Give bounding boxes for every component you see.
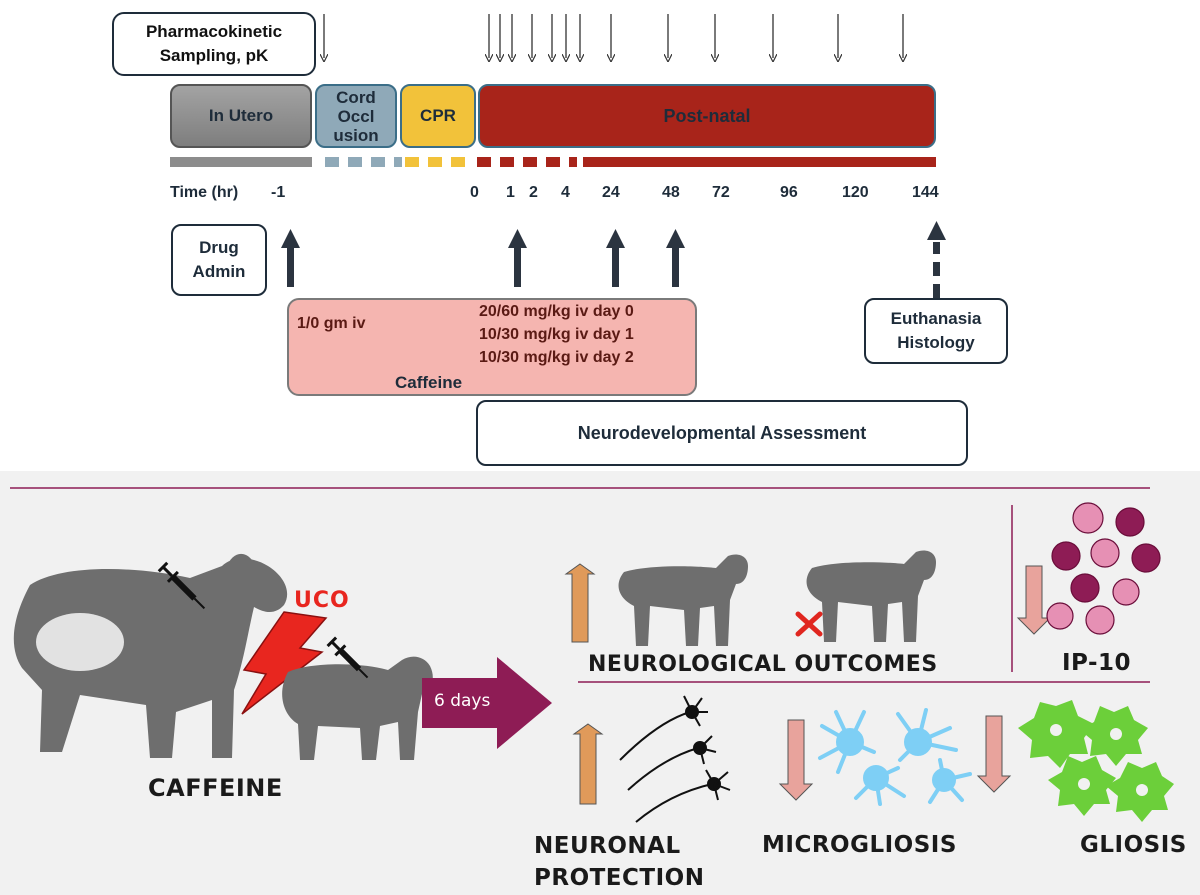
- neurons-icon: [619, 695, 731, 823]
- pk-sampling-box: Pharmacokinetic Sampling, pK: [112, 12, 316, 76]
- phase-cord-occlusion-label: Cord Occl usion: [333, 87, 379, 145]
- drug-admin-box: Drug Admin: [171, 224, 267, 296]
- phase-post-natal: Post-natal: [478, 84, 936, 148]
- phase-in-utero: In Utero: [170, 84, 312, 148]
- syringe-icon: [157, 561, 206, 610]
- phase-cpr: CPR: [400, 84, 476, 148]
- timeline-graphics: [170, 14, 946, 298]
- increase-arrow-icon: [564, 563, 596, 643]
- uterus-icon: [36, 613, 124, 671]
- caffeine-summary-label: CAFFEINE: [148, 774, 283, 802]
- six-days-arrow: [422, 657, 552, 749]
- time-tick: 48: [662, 184, 680, 201]
- time-bar: [170, 157, 936, 167]
- pk-sampling-arrows: [324, 14, 903, 58]
- phase-cpr-label: CPR: [420, 106, 456, 125]
- euthanasia-label: Euthanasia Histology: [890, 309, 982, 352]
- time-tick: 96: [780, 184, 798, 201]
- syringe-icon: [326, 636, 369, 679]
- time-tick: 120: [842, 184, 869, 201]
- six-days-label: 6 days: [434, 691, 491, 711]
- time-tick: -1: [271, 184, 286, 201]
- phase-cord-occlusion: Cord Occl usion: [315, 84, 397, 148]
- increase-arrow-icon: [572, 723, 604, 805]
- caffeine-loading-dose: 1/0 gm iv: [297, 315, 366, 332]
- uco-label: UCO: [294, 588, 350, 613]
- dose-arrows: [281, 229, 685, 287]
- euthanasia-arrow: [927, 221, 946, 298]
- caffeine-dose-day-0: 20/60 mg/kg iv day 0: [479, 303, 634, 320]
- lamb-icon: [282, 656, 433, 760]
- time-tick: 144: [912, 184, 939, 201]
- pk-sampling-label: Pharmacokinetic Sampling, pK: [145, 22, 283, 65]
- neurodevelopmental-assessment-label: Neurodevelopmental Assessment: [577, 422, 867, 443]
- euthanasia-box: Euthanasia Histology: [864, 298, 1008, 364]
- cross-icon: [795, 611, 823, 637]
- time-tick: 2: [529, 184, 538, 201]
- time-tick: 0: [470, 184, 479, 201]
- time-tick: 4: [561, 184, 570, 201]
- phase-post-natal-label: Post-natal: [663, 105, 751, 126]
- caffeine-dosing-box: 1/0 gm iv 20/60 mg/kg iv day 0 10/30 mg/…: [287, 298, 697, 396]
- time-tick: 72: [712, 184, 730, 201]
- time-tick: 24: [602, 184, 620, 201]
- standing-lamb-icon: [618, 554, 748, 646]
- neuronal-protection-label: NEURONAL PROTECTION: [534, 833, 705, 891]
- microgliosis-label: MICROGLIOSIS: [762, 832, 957, 858]
- gliosis-cells-icon: [1018, 700, 1174, 822]
- drug-admin-label: Drug Admin: [192, 238, 246, 281]
- neurological-outcomes-label: NEUROLOGICAL OUTCOMES: [588, 652, 938, 677]
- gliosis-label: GLIOSIS: [1080, 832, 1187, 858]
- microglia-icon: [818, 708, 972, 806]
- ip10-label: IP-10: [1062, 650, 1132, 676]
- neurodevelopmental-assessment-box: Neurodevelopmental Assessment: [476, 400, 968, 466]
- decrease-arrow-icon: [1016, 565, 1052, 635]
- caffeine-dose-day-2: 10/30 mg/kg iv day 2: [479, 349, 634, 366]
- time-tick: 1: [506, 184, 515, 201]
- impaired-lamb-icon: [806, 550, 936, 642]
- phase-in-utero-label: In Utero: [208, 106, 274, 125]
- ewe-icon: [13, 553, 288, 758]
- lightning-icon: [241, 611, 328, 715]
- decrease-arrow-icon: [778, 719, 814, 801]
- decrease-arrow-icon: [976, 715, 1012, 793]
- ip10-cells-icon: [1046, 502, 1161, 635]
- time-axis-label: Time (hr): [170, 184, 239, 201]
- caffeine-dose-day-1: 10/30 mg/kg iv day 1: [479, 326, 634, 343]
- caffeine-label: Caffeine: [395, 373, 463, 392]
